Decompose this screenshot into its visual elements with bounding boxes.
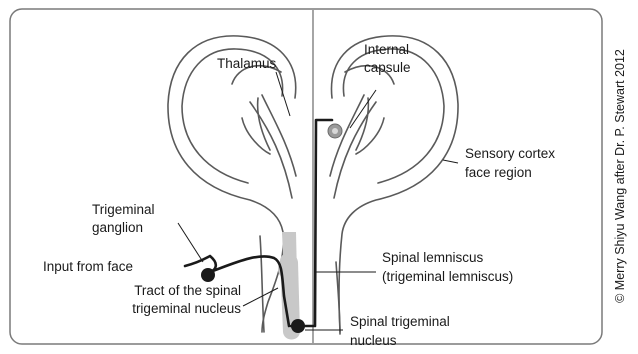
input-from-face-label: Input from face: [43, 259, 133, 274]
tract-label-line1: Tract of the spinal: [134, 283, 241, 298]
nucleus-neuron-dot: [291, 319, 305, 333]
thalamic-neuron-core: [332, 128, 338, 134]
internal-capsule-label-line1: Internal: [364, 42, 409, 57]
copyright-credit: © Merry Shiyu Wang after Dr. P. Stewart …: [613, 49, 627, 303]
trigeminal-ganglion-label-line2: ganglion: [92, 220, 143, 235]
spinal-trigeminal-label-line2: nucleus: [350, 333, 397, 348]
tract-label-line2: trigeminal nucleus: [132, 301, 241, 316]
trigeminal-ganglion-label-line1: Trigeminal: [92, 202, 155, 217]
spinal-lemniscus-label-line1: Spinal lemniscus: [382, 250, 484, 265]
spinal-lemniscus-label-line2: (trigeminal lemniscus): [382, 269, 513, 284]
sensory-cortex-label-line2: face region: [465, 165, 532, 180]
spinal-trigeminal-label-line1: Spinal trigeminal: [350, 314, 450, 329]
trigeminal-ganglion-dot: [201, 268, 215, 282]
thalamus-label: Thalamus: [217, 56, 277, 71]
sensory-cortex-label-line1: Sensory cortex: [465, 146, 555, 161]
internal-capsule-label-line2: capsule: [364, 60, 411, 75]
